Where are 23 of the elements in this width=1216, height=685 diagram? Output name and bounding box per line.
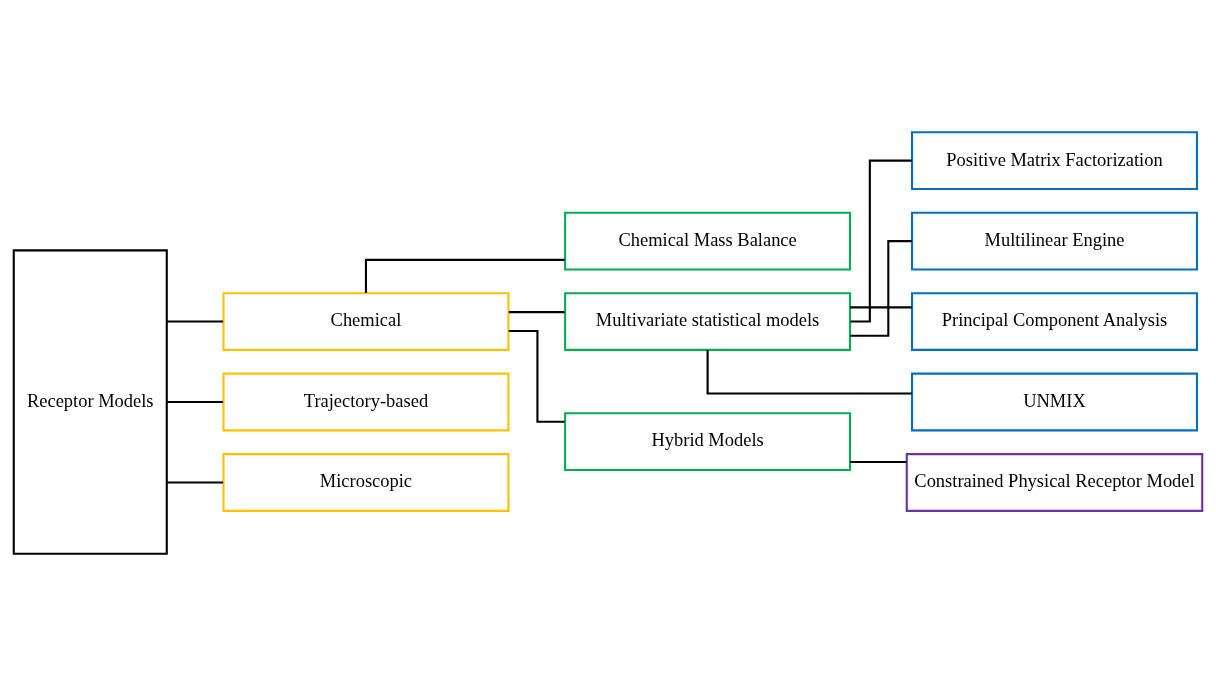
connector [167, 480, 224, 484]
connector [167, 400, 224, 403]
node-box: UNMIX [911, 372, 1199, 431]
node-box: Multivariate statistical models [564, 291, 852, 351]
connector [706, 349, 912, 394]
node-box: Constrained Physical Receptor Model [905, 452, 1204, 512]
connector [508, 329, 565, 423]
node-box: Principal Component Analysis [911, 291, 1199, 351]
node-box: Microscopic [222, 452, 510, 512]
connector [167, 320, 224, 323]
node-box: Hybrid Models [564, 411, 852, 471]
connector [508, 310, 565, 313]
connector [850, 239, 912, 337]
node-box: Positive Matrix Factorization [911, 130, 1199, 190]
connector [850, 460, 907, 463]
connector [364, 258, 565, 293]
node-box: Chemical [222, 291, 510, 351]
connector [850, 305, 912, 308]
node-box: Trajectory-based [222, 372, 510, 431]
node-box: Receptor Models [12, 248, 168, 555]
node-box: Chemical Mass Balance [564, 211, 852, 270]
node-box: Multilinear Engine [911, 211, 1199, 270]
connector [850, 159, 912, 323]
